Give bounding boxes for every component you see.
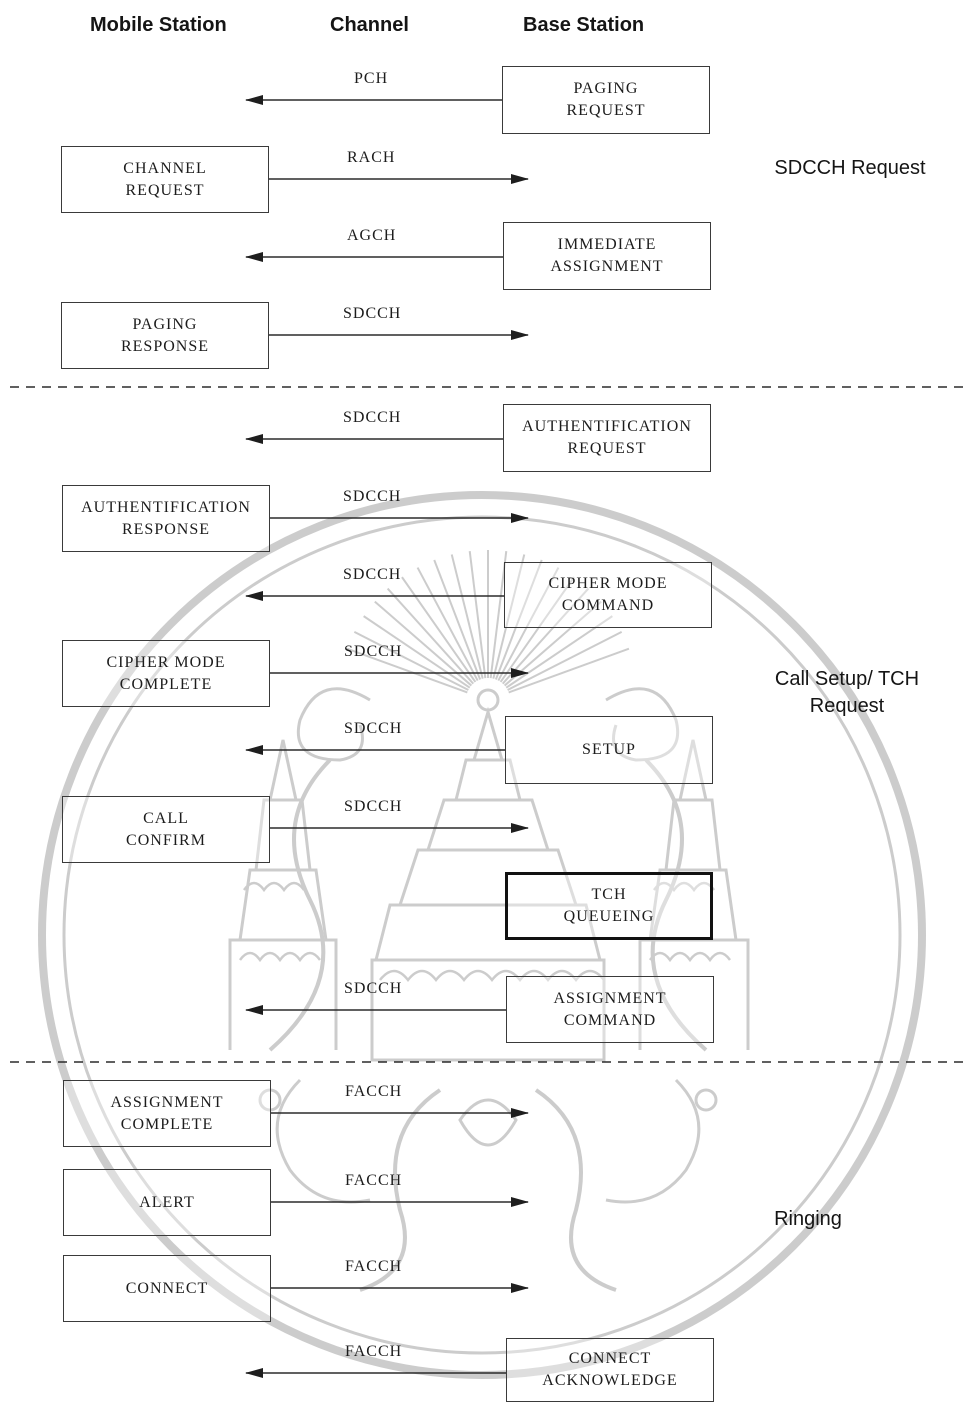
message-box-cipher-mode-command: CIPHER MODE COMMAND: [504, 562, 712, 628]
message-box-authentification-request: AUTHENTIFICATION REQUEST: [503, 404, 711, 472]
channel-label: FACCH: [345, 1343, 403, 1360]
message-box-tch-queueing: TCH QUEUEING: [505, 872, 713, 940]
channel-label: SDCCH: [343, 488, 402, 505]
message-box-channel-request: CHANNEL REQUEST: [61, 146, 269, 213]
channel-label: SDCCH: [343, 566, 402, 583]
channel-label: SDCCH: [343, 305, 402, 322]
channel-label: RACH: [347, 149, 396, 166]
university-seal-watermark: [38, 491, 926, 1379]
phase-label-ringing: Ringing: [774, 1208, 842, 1230]
channel-label: AGCH: [347, 227, 397, 244]
channel-label: SDCCH: [343, 409, 402, 426]
message-box-call-confirm: CALL CONFIRM: [62, 796, 270, 863]
message-box-alert: ALERT: [63, 1169, 271, 1236]
channel-label: SDCCH: [344, 720, 403, 737]
channel-label: SDCCH: [344, 798, 403, 815]
channel-label: FACCH: [345, 1083, 403, 1100]
message-arrows: [245, 95, 529, 1378]
message-box-authentification-response: AUTHENTIFICATION RESPONSE: [62, 485, 270, 552]
base-station-header: Base Station: [523, 14, 645, 36]
channel-label: PCH: [354, 70, 389, 87]
channel-header: Channel: [330, 14, 409, 36]
phase-label-call-setup: Call Setup/ TCH Request: [774, 668, 920, 717]
channel-label: SDCCH: [344, 980, 403, 997]
mobile-station-header: Mobile Station: [90, 14, 227, 36]
message-box-paging-request: PAGING REQUEST: [502, 66, 710, 134]
channel-label: SDCCH: [344, 643, 403, 660]
message-box-assignment-complete: ASSIGNMENT COMPLETE: [63, 1080, 271, 1147]
phase-label-sdcch-request: SDCCH Request: [774, 157, 926, 179]
message-box-setup: SETUP: [505, 716, 713, 784]
message-box-immediate-assignment: IMMEDIATE ASSIGNMENT: [503, 222, 711, 290]
message-box-cipher-mode-complete: CIPHER MODE COMPLETE: [62, 640, 270, 707]
message-box-assignment-command: ASSIGNMENT COMMAND: [506, 976, 714, 1043]
message-box-connect: CONNECT: [63, 1255, 271, 1322]
channel-label: FACCH: [345, 1172, 403, 1189]
channel-label: FACCH: [345, 1258, 403, 1275]
message-box-connect-acknowledge: CONNECT ACKNOWLEDGE: [506, 1338, 714, 1402]
message-box-paging-response: PAGING RESPONSE: [61, 302, 269, 369]
